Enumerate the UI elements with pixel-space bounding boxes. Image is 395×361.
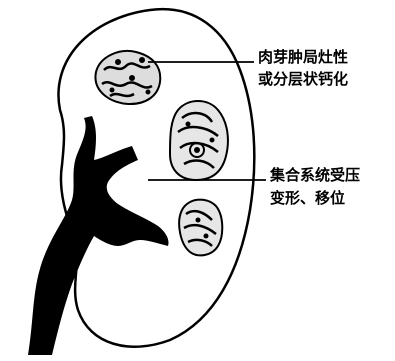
calcified-granuloma-bottom — [179, 200, 222, 256]
collecting-system-label-line2: 变形、移位 — [270, 189, 345, 207]
renal-pelvis — [28, 116, 169, 355]
calcified-granuloma-top — [95, 51, 160, 104]
granuloma-label-line2: 或分层状钙化 — [258, 70, 348, 88]
calcified-granuloma-middle — [170, 101, 228, 180]
granuloma-label-line1: 肉芽肿局灶性 — [258, 48, 348, 66]
collecting-system-label-line1: 集合系统受压 — [269, 166, 360, 184]
